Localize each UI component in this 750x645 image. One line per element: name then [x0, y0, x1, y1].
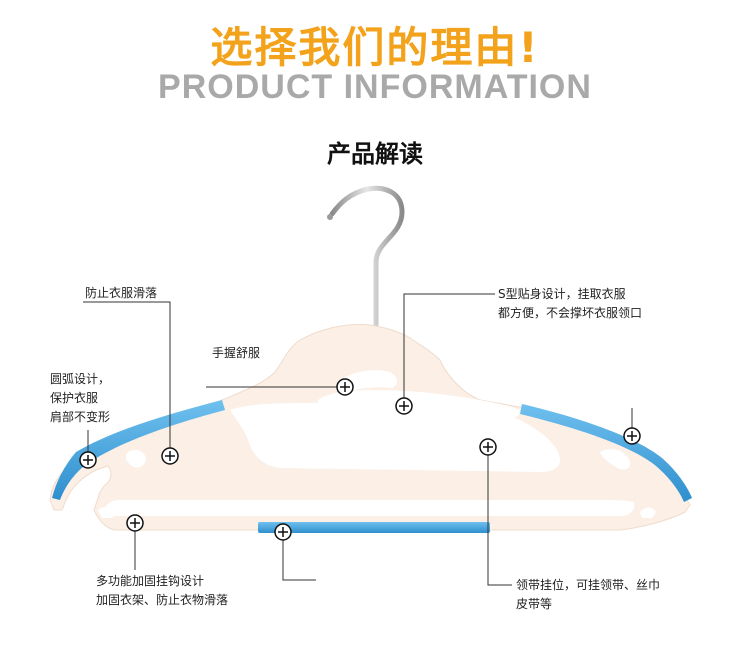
callout-lines — [83, 293, 633, 586]
callout-grip: 手握舒服 — [212, 346, 261, 360]
callout-anti-slip: 防止衣服滑落 — [85, 286, 158, 300]
plus-marker-s-shape — [395, 397, 413, 415]
anti-slip-strips — [52, 400, 692, 533]
plus-marker-bottom-bar — [274, 523, 292, 541]
callout-s-shape: S型贴身设计，挂取衣服 都方便，不会撑坏衣服领口 — [498, 287, 643, 320]
section-title: 产品解读 — [327, 140, 423, 168]
plus-marker-arc — [79, 451, 97, 469]
callout-tie-hook: 领带挂位，可挂领带、丝巾 皮带等 — [516, 578, 661, 611]
metal-hook — [327, 185, 405, 333]
plus-markers — [79, 378, 641, 541]
callout-arc: 圆弧设计， 保护衣服 肩部不变形 — [50, 372, 111, 424]
callout-multi-hook: 多功能加固挂钩设计 加固衣架、防止衣物滑落 — [96, 574, 229, 607]
plus-marker-tie-hook — [479, 438, 497, 456]
page-title: 选择我们的理由! — [210, 23, 540, 72]
page-subtitle: PRODUCT INFORMATION — [158, 68, 592, 106]
plus-marker-multi-hook — [126, 514, 144, 532]
plus-marker-grip — [336, 378, 354, 396]
plus-marker-right-strip — [623, 427, 641, 445]
plus-marker-anti-slip — [161, 447, 179, 465]
hanger-body — [49, 323, 691, 531]
